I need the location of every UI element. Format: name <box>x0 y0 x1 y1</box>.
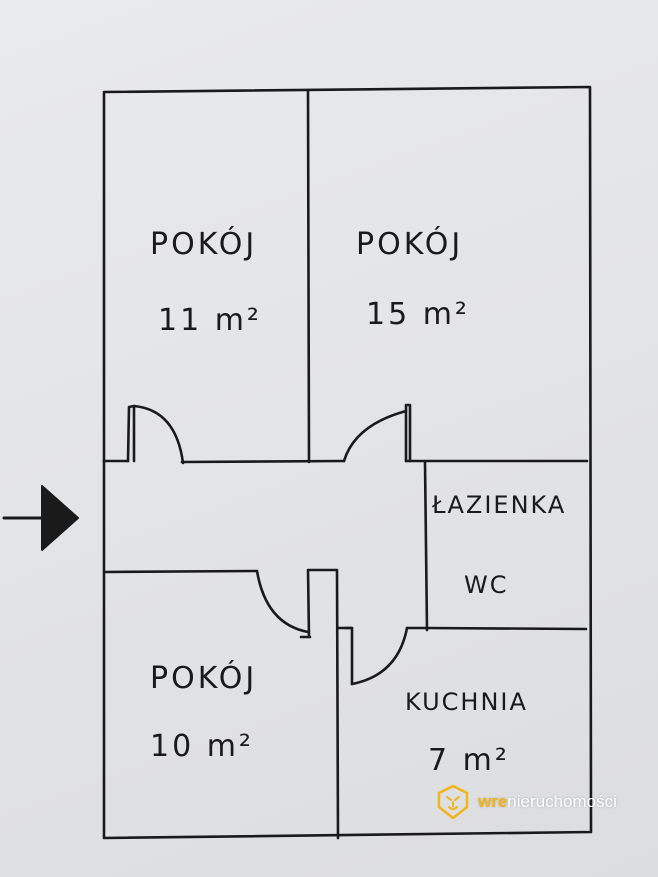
outer-wall <box>102 85 593 840</box>
door-swing <box>255 569 310 634</box>
room-name: POKÓJ <box>356 225 463 262</box>
room-name: KUCHNIA <box>405 688 528 716</box>
room-name: POKÓJ <box>150 659 257 696</box>
central-partition <box>306 568 340 840</box>
arrow-right-icon <box>2 485 79 551</box>
watermark-text: wrenieruchomości <box>478 792 617 812</box>
lower-left-wall <box>104 569 258 574</box>
room-name: POKÓJ <box>150 225 257 262</box>
door-swing <box>132 404 185 465</box>
wall-top-divider <box>306 88 311 464</box>
room-area: 10 m² <box>150 729 254 764</box>
watermark-accent: wre <box>478 792 508 811</box>
door-swing <box>350 626 409 686</box>
door-leaf <box>126 404 136 463</box>
watermark-logo: wrenieruchomości <box>434 783 617 821</box>
room-area: WC <box>464 571 509 599</box>
bathroom-wall <box>423 460 429 632</box>
bathroom-wall <box>425 626 588 631</box>
door-leaf <box>404 403 412 463</box>
room-name: ŁAZIENKA <box>431 491 566 519</box>
room-area: 15 m² <box>366 297 470 332</box>
watermark-rest: nieruchomości <box>507 792 617 811</box>
lion-head-icon <box>437 784 469 820</box>
door-leaf <box>343 626 354 686</box>
room-area: 11 m² <box>158 303 262 338</box>
door-swing <box>342 409 408 463</box>
room-area: 7 m² <box>428 743 510 778</box>
corridor-top-wall <box>180 459 346 464</box>
